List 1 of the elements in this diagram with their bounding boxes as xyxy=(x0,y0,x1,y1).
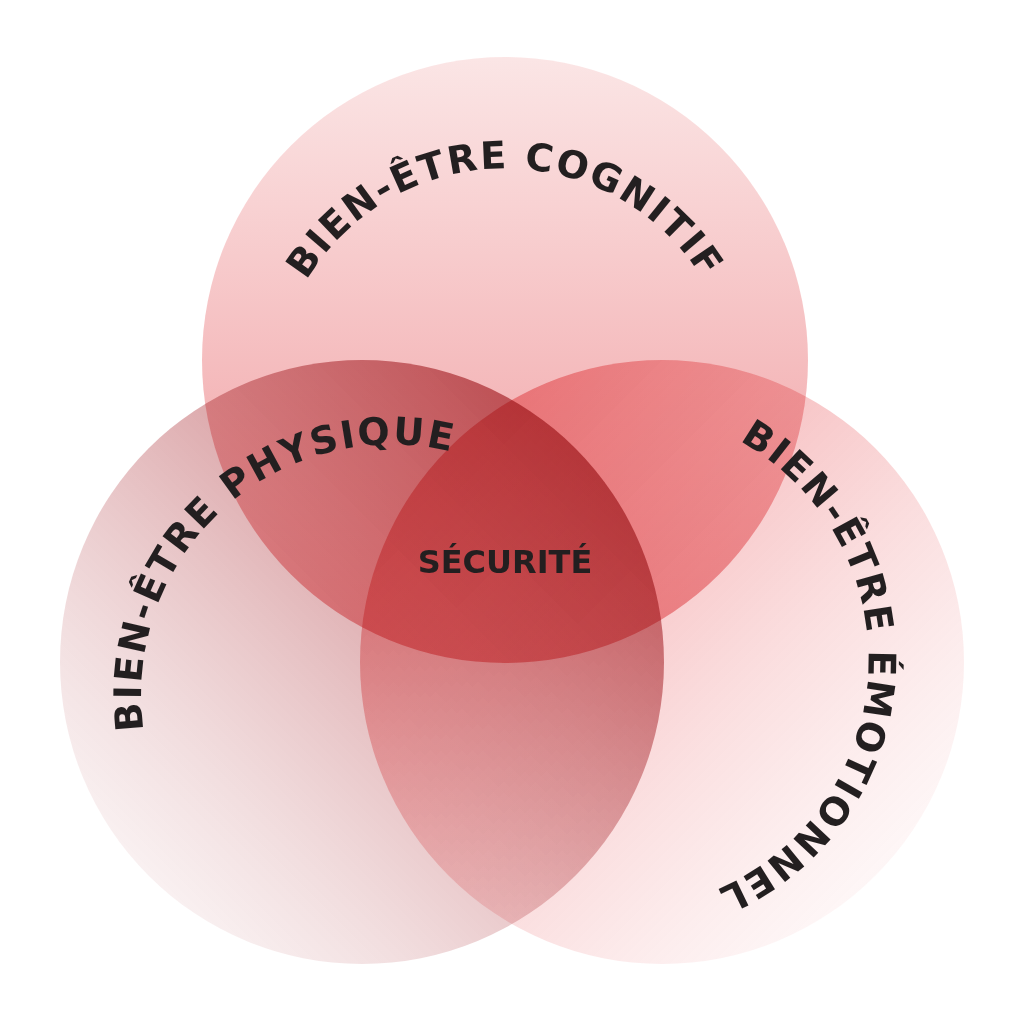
overlap-label: SÉCURITÉ xyxy=(416,542,594,582)
